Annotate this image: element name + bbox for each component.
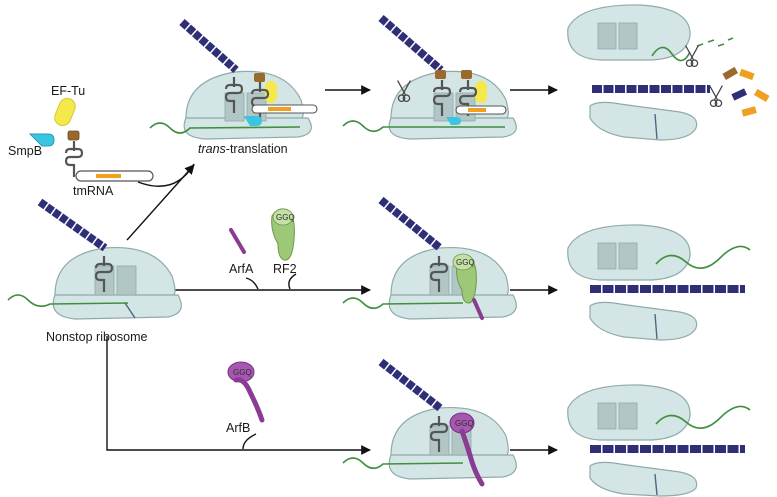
arfa-label: ArfA	[229, 262, 254, 276]
mrna	[149, 122, 301, 134]
p-site-mark	[597, 402, 617, 430]
arfa-bound	[472, 298, 484, 320]
nascent-peptide	[378, 358, 443, 412]
ribosome-large-subunit	[390, 246, 509, 297]
rrna-mark	[124, 302, 136, 319]
arfb-label: ArfB	[226, 421, 250, 435]
ribosome-processing	[342, 14, 517, 140]
small-subunit-released	[589, 301, 698, 341]
ggq-label-rf2-bound: GGQ	[456, 258, 475, 267]
protease-scissors-icon-2	[708, 84, 724, 108]
rrna-mark	[654, 113, 658, 140]
nonstop-ribosome	[7, 198, 182, 320]
release-products-top	[567, 4, 770, 141]
nascent-peptide	[378, 196, 443, 252]
ribosome-small-subunit	[388, 454, 517, 480]
tmrna-complex	[28, 97, 154, 182]
ggq-label-rf2: GGQ	[276, 213, 295, 222]
trans-translation-label: trans-translation	[198, 142, 288, 156]
tmrna-tag-bound	[468, 108, 486, 112]
rrna-mark	[654, 473, 658, 496]
ribosome-arfa	[342, 196, 517, 320]
mrna-fragments	[696, 37, 734, 47]
release-products-middle	[567, 224, 751, 341]
labels: EF-Tu SmpB tmRNA trans-translation ArfA …	[8, 84, 475, 435]
ef-tu-bound	[475, 81, 487, 103]
nascent-peptide	[378, 14, 444, 74]
mrna	[342, 297, 464, 310]
degraded-fragment	[722, 66, 739, 80]
nascent-peptide	[179, 19, 239, 73]
small-subunit-released	[589, 101, 698, 141]
a-site-mark	[618, 242, 638, 270]
rrna-mark	[654, 313, 658, 340]
ribosome-small-subunit	[52, 294, 182, 320]
ribosome-p-site	[433, 92, 454, 122]
mrna	[342, 457, 464, 470]
arfa-shape	[229, 228, 246, 254]
arfa-rf2-factors	[229, 208, 295, 261]
tmrna-head	[67, 130, 80, 141]
arfb-shape	[233, 377, 265, 423]
mrna-released	[655, 405, 751, 429]
degraded-fragment	[739, 68, 755, 81]
tmrna-tag	[96, 174, 121, 178]
tmrna-head-p	[435, 70, 446, 79]
translation-rest: -translation	[226, 142, 288, 156]
release-products-bottom	[567, 384, 751, 497]
nonstop-ribosome-label: Nonstop ribosome	[46, 330, 147, 344]
degraded-fragment	[741, 106, 757, 117]
p-site-mark	[597, 242, 617, 270]
ribosome-arfb	[342, 358, 517, 487]
ribosome-trans	[149, 19, 318, 140]
a-site-mark	[618, 402, 638, 430]
mrna-released	[651, 46, 691, 62]
arfb-bound	[459, 428, 485, 487]
a-site-mark	[618, 22, 638, 50]
ribosome-small-subunit	[183, 117, 312, 140]
arrow-tmrna-join	[137, 163, 195, 187]
rf2-ggq-domain	[272, 208, 294, 226]
ribosome-large-subunit	[390, 406, 509, 457]
smpb-bound	[446, 117, 461, 125]
tmrna-head-a	[461, 70, 472, 79]
arrow-rf2-join	[288, 273, 297, 290]
arrow-arfb-join	[242, 433, 257, 450]
degraded-fragment	[753, 88, 770, 102]
mrna-released	[655, 245, 751, 269]
ribosome-small-subunit	[388, 117, 517, 140]
rf2-ggq-domain	[452, 253, 474, 271]
p-site-mark	[597, 22, 617, 50]
arrow-arfb-pathway-down	[106, 336, 371, 455]
ef-tu-shape	[54, 97, 76, 127]
nascent-peptide	[37, 198, 108, 252]
ribosome-small-subunit	[388, 294, 517, 320]
ribosome-large-subunit	[54, 246, 176, 297]
mrna	[7, 294, 129, 308]
degraded-fragment	[731, 88, 748, 101]
smpb-bound	[244, 116, 262, 126]
trans-italic: trans	[198, 142, 226, 156]
ef-tu-label: EF-Tu	[51, 84, 85, 98]
tmrna-head-bound	[254, 73, 265, 82]
small-subunit-released	[589, 461, 698, 497]
smpb-shape	[28, 133, 55, 147]
tmrna-tag-bound	[268, 107, 291, 111]
arfb-factor	[227, 361, 265, 423]
ggq-label-arfb-bound: GGQ	[455, 419, 474, 428]
smpb-label: SmpB	[8, 144, 42, 158]
tmrna-label: tmRNA	[73, 184, 114, 198]
arrows	[106, 85, 558, 455]
ribosome-a-site	[116, 265, 137, 296]
rf2-label: RF2	[273, 262, 297, 276]
arrow-arfa-join	[245, 277, 259, 290]
mrna	[342, 120, 505, 133]
ggq-label-arfb: GGQ	[233, 368, 252, 377]
